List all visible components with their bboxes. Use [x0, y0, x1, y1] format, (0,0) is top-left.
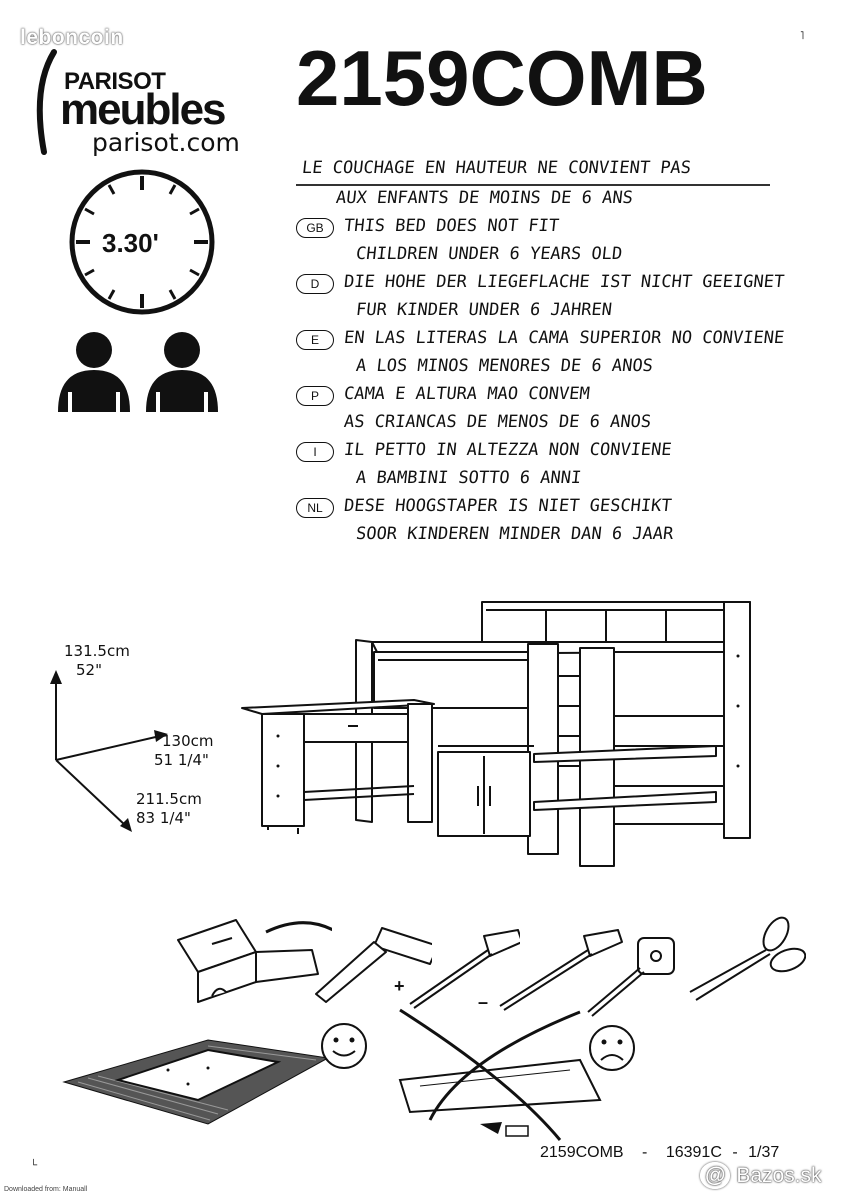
warning-p-line2: AS CRIANCAS DE MENOS DE 6 ANOS	[342, 412, 653, 432]
dim-width-cm: 211.5cm	[136, 790, 202, 808]
dim-height-in: 52"	[76, 661, 102, 679]
plus-sign: +	[394, 976, 405, 996]
lang-badge-e: E	[296, 330, 334, 350]
footer-sep1: -	[642, 1144, 648, 1161]
warning-fr-line1: LE COUCHAGE EN HAUTEUR NE CONVIENT PAS	[300, 158, 692, 178]
clock-icon	[69, 169, 215, 315]
lang-badge-d: D	[296, 274, 334, 294]
lang-badge-nl: NL	[296, 498, 334, 518]
tape-measure-icon	[587, 937, 675, 1017]
page-footer: 2159COMB - 16391C - 1/37	[540, 1144, 779, 1162]
two-persons-required	[54, 328, 234, 419]
person-icon-pair	[58, 332, 218, 412]
toolbox-icon	[177, 919, 332, 1003]
scissors-icon	[689, 916, 806, 1001]
furniture-drawing	[238, 596, 758, 868]
lang-badge-p: P	[296, 386, 334, 406]
warning-gb-line2: CHILDREN UNDER 6 YEARS OLD	[354, 244, 624, 264]
warning-d-line1: DIE HOHE DER LIEGEFLACHE IST NICHT GEEIG…	[342, 272, 786, 292]
dim-height: 131.5cm 52"	[64, 642, 130, 680]
bad-practice-illustration	[390, 1000, 640, 1150]
warning-i-line2: A BAMBINI SOTTO 6 ANNI	[354, 468, 583, 488]
warning-d-line2: FUR KINDER UNDER 6 JAHREN	[354, 300, 613, 320]
warning-fr-line2: AUX ENFANTS DE MOINS DE 6 ANS	[334, 188, 634, 208]
warning-e-line1: EN LAS LITERAS LA CAMA SUPERIOR NO CONVI…	[342, 328, 786, 348]
lang-badge-gb: GB	[296, 218, 334, 238]
warning-divider	[296, 184, 770, 186]
at-sign-icon: @	[700, 1162, 731, 1189]
flat-screwdriver-icon	[499, 929, 623, 1011]
phillips-screwdriver-icon	[409, 929, 520, 1009]
warning-gb-line1: THIS BED DOES NOT FIT	[342, 216, 560, 236]
bazos-watermark: @ Bazos.sk	[700, 1162, 822, 1189]
assembly-time-clock: 3.30'	[62, 162, 222, 322]
hammer-icon	[315, 927, 432, 1003]
required-tools: + –	[172, 910, 812, 1020]
corner-mark-bottom: └	[30, 1160, 38, 1171]
warning-nl-line2: SOOR KINDEREN MINDER DAN 6 JAAR	[354, 524, 675, 544]
corner-mark: ˥	[800, 30, 805, 42]
parisot-logo: PARISOT meubles parisot.com	[30, 48, 280, 158]
sad-face-icon	[586, 1022, 638, 1079]
dim-depth-in: 51 1/4"	[154, 751, 209, 769]
lang-badge-i: I	[296, 442, 334, 462]
bazos-watermark-text: Bazos.sk	[736, 1164, 822, 1187]
dim-depth-cm: 130cm	[162, 732, 214, 750]
footer-model: 2159COMB	[540, 1144, 624, 1161]
footer-ref: 16391C	[665, 1144, 722, 1161]
warning-e-line2: A LOS MINOS MENORES DE 6 ANOS	[354, 356, 654, 376]
leboncoin-watermark: leboncoin	[20, 26, 124, 49]
warning-i-line1: IL PETTO IN ALTEZZA NON CONVIENE	[342, 440, 673, 460]
minus-sign: –	[478, 992, 489, 1012]
brand-line2: meubles	[60, 85, 227, 134]
happy-face-icon	[318, 1020, 370, 1077]
loft-bed-desk-illustration	[241, 601, 751, 867]
downloaded-from: Downloaded from: Manuall	[4, 1186, 88, 1193]
dim-depth: 130cm 51 1/4"	[154, 732, 214, 770]
assembly-time: 3.30'	[102, 228, 159, 258]
footer-sep2: -	[732, 1144, 738, 1161]
model-number: 2159COMB	[296, 34, 708, 122]
dim-width-in: 83 1/4"	[136, 809, 191, 827]
logo-swoosh-icon	[36, 49, 57, 155]
dim-height-cm: 131.5cm	[64, 642, 130, 660]
brand-website: parisot.com	[92, 128, 240, 157]
crossed-out-panel-icon	[398, 1008, 602, 1141]
warning-nl-line1: DESE HOOGSTAPER IS NIET GESCHIKT	[342, 496, 673, 516]
dimension-axes: 131.5cm 52" 130cm 51 1/4" 211.5cm 83 1/4…	[40, 640, 240, 840]
dimension-arrows-icon	[50, 670, 168, 832]
warning-p-line1: CAMA E ALTURA MAO CONVEM	[342, 384, 591, 404]
footer-page: 1/37	[748, 1144, 780, 1161]
dim-width: 211.5cm 83 1/4"	[136, 790, 202, 828]
brand-line1: PARISOT	[64, 68, 166, 95]
